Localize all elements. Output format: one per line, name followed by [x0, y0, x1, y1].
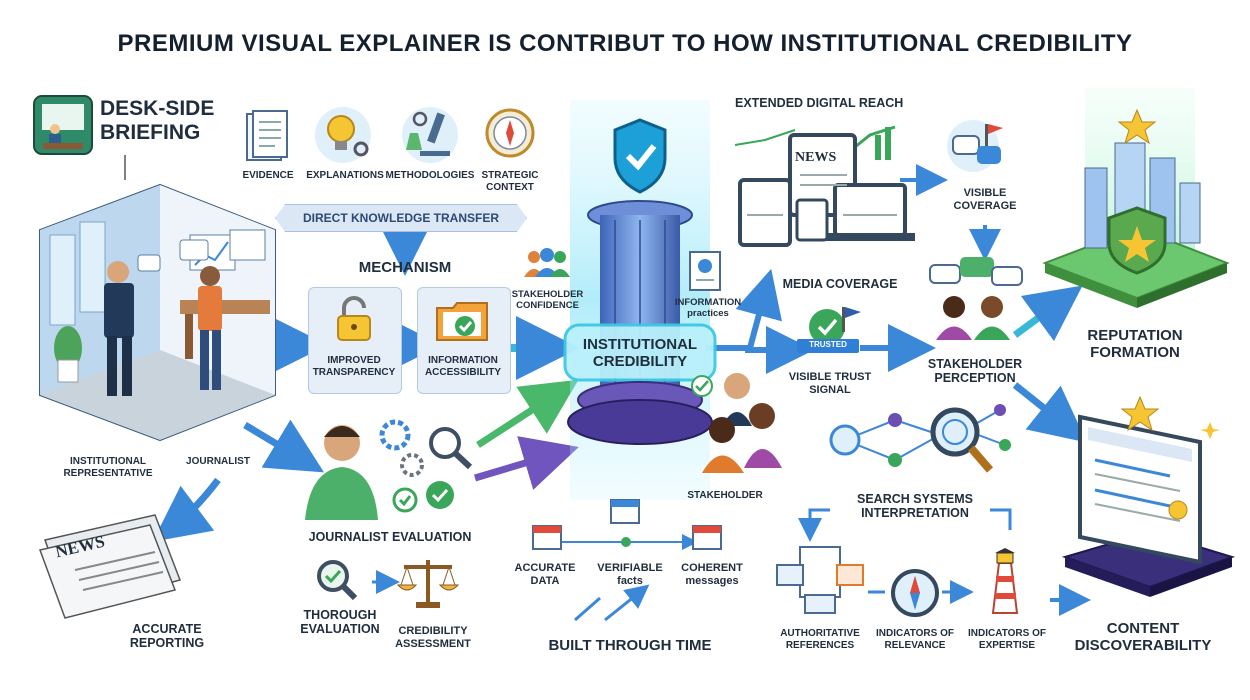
page-title: PREMIUM VISUAL EXPLAINER IS CONTRIBUT TO… [117, 30, 1133, 57]
evidence-icon [246, 110, 288, 161]
timeline-node [621, 537, 631, 547]
office-room-illustration [39, 183, 276, 442]
devices-illustration [734, 125, 915, 247]
newspaper-icon [39, 514, 181, 619]
padlock-icon [337, 296, 371, 341]
stakeholders-illustration [691, 373, 782, 473]
methodologies-label: METHODOLOGIES [385, 170, 475, 181]
discoverability-screen-illustration [1061, 395, 1236, 597]
credibility-assessment-label: CREDIBILITY ASSESSMENT [395, 625, 471, 650]
trusted-ribbon-text: TRUSTED [809, 340, 847, 349]
information-accessibility-label: INFORMATION ACCESSIBILITY [424, 355, 502, 378]
accurate-data-label: ACCURATE DATA [514, 562, 576, 587]
stakeholder-perception-illustration [929, 257, 1023, 340]
coherent-messages-label: COHERENT messages [681, 562, 743, 587]
direct-knowledge-transfer-banner: DIRECT KNOWLEDGE TRANSFER [275, 204, 527, 232]
arrow-perception-to-discoverability [1012, 382, 1087, 443]
indicators-of-expertise-label: INDICATORS OF EXPERTISE [968, 628, 1046, 651]
arrow-evaluation-to-center-purple [473, 436, 579, 490]
thinking-journalist-illustration [305, 419, 473, 520]
stakeholder-confidence-label: STAKEHOLDER CONFIDENCE [511, 289, 584, 311]
verifiable-facts-label: VERIFIABLE facts [597, 562, 663, 587]
lightbulb-icon [315, 107, 371, 163]
lighthouse-icon [991, 548, 1019, 614]
search-loop [810, 508, 1012, 530]
reputation-city-illustration [1042, 88, 1230, 308]
presenter-icon [33, 95, 93, 155]
content-discoverability-label: CONTENT DISCOVERABILITY [1074, 620, 1212, 655]
visible-coverage-label: VISIBLE COVERAGE [953, 187, 1017, 212]
improved-transparency-label: IMPROVED TRANSPARENCY [312, 355, 396, 378]
magnifier-check-icon [317, 560, 358, 601]
microscope-icon [402, 107, 458, 163]
chat-bubbles-icon [947, 120, 1003, 172]
visible-trust-signal-label: VISIBLE TRUST SIGNAL [788, 371, 872, 396]
calendar-icon-2 [610, 499, 640, 524]
search-systems-interpretation-label: SEARCH SYSTEMS INTERPRETATION [857, 492, 973, 521]
arrow-desk-to-evaluation [243, 419, 325, 473]
folder-icon [436, 302, 488, 341]
evidence-label: EVIDENCE [242, 170, 294, 181]
calendar-icon-3 [692, 525, 722, 550]
calendar-icon-1 [532, 525, 562, 550]
briefing-title-line2: BRIEFING [100, 121, 201, 144]
stakeholder-perception-label: STAKEHOLDER PERCEPTION [927, 357, 1023, 386]
relevance-compass-icon [891, 569, 939, 617]
compass-icon [485, 108, 535, 158]
extended-digital-reach-heading: EXTENDED DIGITAL REACH [735, 96, 904, 110]
stakeholder-group-icon [524, 248, 570, 277]
authoritative-references-label: AUTHORITATIVE REFERENCES [780, 628, 860, 651]
institutional-credibility-label: INSTITUTIONAL CREDIBILITY [582, 336, 698, 371]
built-through-time-label: BUILT THROUGH TIME [548, 637, 712, 654]
explanations-label: EXPLANATIONS [306, 170, 384, 181]
representative-label: INSTITUTIONAL REPRESENTATIVE [63, 456, 153, 479]
arrow-evaluation-to-center-green [476, 379, 579, 448]
strategic-context-label: STRATEGIC CONTEXT [481, 170, 539, 193]
indicators-of-relevance-label: INDICATORS OF RELEVANCE [876, 628, 954, 651]
journalist-evaluation-heading: JOURNALIST EVALUATION [308, 530, 472, 544]
media-coverage-label: MEDIA COVERAGE [782, 277, 898, 291]
information-document-icon [689, 251, 721, 291]
authoritative-references-icon [776, 546, 864, 614]
trusted-badge-icon [797, 307, 861, 353]
reputation-formation-label: REPUTATION FORMATION [1087, 327, 1183, 362]
briefing-title-line1: DESK-SIDE [100, 97, 215, 120]
arrow-perception-to-reputation [1012, 285, 1083, 342]
mechanism-heading: MECHANISM [358, 259, 452, 276]
accurate-reporting-label: ACCURATE REPORTING [129, 622, 205, 651]
journalist-label: JOURNALIST [186, 456, 250, 467]
information-practices-label: INFORMATION practices [674, 297, 742, 319]
arrow-desk-to-reporting [152, 477, 221, 542]
network-search-illustration [829, 404, 1011, 473]
thorough-evaluation-label: THOROUGH EVALUATION [300, 608, 380, 637]
scales-icon [396, 560, 460, 608]
news-device-label: NEWS [795, 150, 837, 165]
stakeholder-label: STAKEHOLDER [687, 490, 763, 501]
